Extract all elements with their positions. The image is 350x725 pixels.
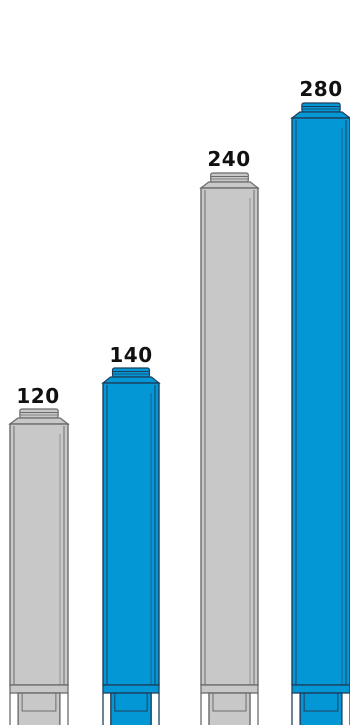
post-280 xyxy=(290,102,350,725)
post-240 xyxy=(199,172,260,725)
post-label-140: 140 xyxy=(109,343,153,367)
post-shoulder xyxy=(199,181,260,189)
post-foot xyxy=(299,692,343,725)
post-tube xyxy=(291,117,350,686)
post-foot xyxy=(110,692,152,725)
post-cap xyxy=(210,172,249,183)
post-tube xyxy=(9,423,69,686)
post-cap xyxy=(301,102,341,113)
post-foot-window xyxy=(212,692,247,712)
post-foot-window xyxy=(114,692,148,712)
post-label-240: 240 xyxy=(207,147,251,171)
post-sleeve-collar xyxy=(291,684,350,694)
post-120 xyxy=(8,408,70,725)
post-tube xyxy=(102,382,160,686)
post-sleeve-collar xyxy=(102,684,160,694)
post-shoulder xyxy=(8,417,70,425)
post-sleeve-collar xyxy=(200,684,259,694)
post-foot-window xyxy=(303,692,339,712)
post-cap xyxy=(19,408,59,419)
post-shoulder xyxy=(290,111,350,119)
post-label-280: 280 xyxy=(299,77,343,101)
post-cap xyxy=(111,367,151,378)
post-foot-window xyxy=(21,692,57,712)
post-label-120: 120 xyxy=(16,384,60,408)
post-shoulder xyxy=(101,376,161,384)
post-140 xyxy=(101,367,161,725)
post-foot xyxy=(17,692,61,725)
post-foot xyxy=(208,692,251,725)
post-sleeve-collar xyxy=(9,684,69,694)
post-tube xyxy=(200,187,259,686)
